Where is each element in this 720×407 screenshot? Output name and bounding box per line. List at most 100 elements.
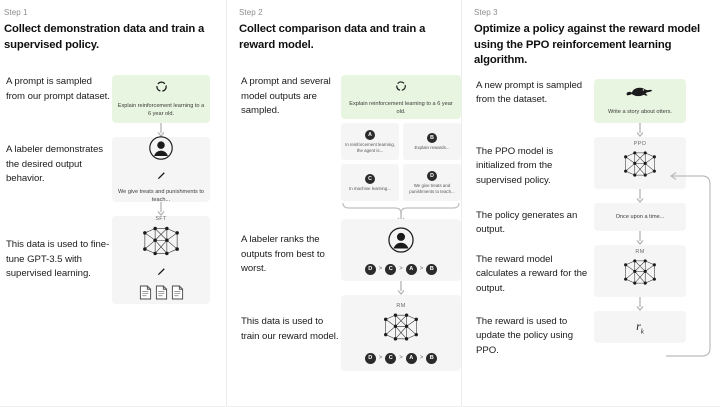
step-1-flow-2: We give treats and punishments to teach.… bbox=[112, 135, 210, 217]
sample-letter-b: B bbox=[427, 132, 437, 143]
rank-pill-1: D bbox=[364, 352, 376, 364]
arrow-down-3d bbox=[594, 296, 686, 311]
step-1-flow-1: Explain reinforcement learning to a 6 ye… bbox=[112, 75, 210, 138]
step-2-row-3: This data is used to train our reward mo… bbox=[239, 295, 461, 372]
policy-output-text: Once upon a time... bbox=[615, 213, 665, 220]
step-title-2: Collect comparison data and train a rewa… bbox=[239, 23, 426, 51]
step-3-flow-2: PPO bbox=[594, 136, 686, 203]
sample-output-a[interactable]: A In reinforcement learning, the agent i… bbox=[341, 123, 399, 161]
policy-output-card[interactable]: Once upon a time... bbox=[594, 202, 686, 231]
document-icon bbox=[139, 285, 152, 305]
pencil-icon bbox=[156, 168, 166, 186]
labeler-text-1: We give treats and punishments to teach.… bbox=[117, 189, 205, 204]
neural-network-icon bbox=[139, 224, 183, 263]
sample-outputs-grid: A In reinforcement learning, the agent i… bbox=[341, 123, 461, 202]
ranking-row-labeler: D > C > A > B bbox=[364, 263, 438, 275]
sample-text-b: Explain rewards... bbox=[414, 144, 450, 150]
step-3-row-4: The reward model calculates a reward for… bbox=[474, 244, 720, 311]
step-3-rows: A new prompt is sampled from the dataset… bbox=[474, 78, 720, 359]
prompt-card-1[interactable]: Explain reinforcement learning to a 6 ye… bbox=[112, 75, 210, 124]
document-icon bbox=[155, 285, 168, 305]
prompt-card-2[interactable]: Explain reinforcement learning to a 6 ye… bbox=[341, 75, 461, 120]
step-1-flow-3: SFT bbox=[112, 216, 210, 305]
step-1-row-1: A prompt is sampled from our prompt data… bbox=[4, 75, 226, 138]
rm-label: RM bbox=[396, 302, 406, 309]
rm-card-step3[interactable]: RM bbox=[594, 244, 686, 297]
rank-gt-icon: > bbox=[399, 266, 403, 273]
step-3-flow-3: Once upon a time... bbox=[594, 202, 686, 245]
rank-pill-2: C bbox=[385, 263, 397, 275]
arrow-down-1b bbox=[112, 202, 210, 217]
recycle-icon bbox=[395, 79, 407, 97]
step-2-flow-1: Explain reinforcement learning to a 6 ye… bbox=[341, 75, 461, 224]
reward-card[interactable]: rk bbox=[594, 310, 686, 343]
step-1-rows: A prompt is sampled from our prompt data… bbox=[4, 75, 226, 305]
step-title-3: Optimize a policy against the reward mod… bbox=[474, 23, 700, 67]
step-1-desc-1: A prompt is sampled from our prompt data… bbox=[6, 76, 110, 102]
step-3-flow-5: rk bbox=[594, 310, 686, 343]
document-icon bbox=[171, 285, 184, 305]
step-3-row-5: The reward is used to update the policy … bbox=[474, 310, 720, 359]
arrow-down-2a bbox=[341, 281, 461, 296]
arrow-down-3c bbox=[594, 230, 686, 245]
sample-output-b[interactable]: B Explain rewards... bbox=[403, 123, 461, 161]
step-3-desc-1: A new prompt is sampled from the dataset… bbox=[476, 79, 583, 106]
labeler-card-1[interactable]: We give treats and punishments to teach.… bbox=[112, 135, 210, 204]
rank-gt-icon: > bbox=[378, 266, 383, 273]
rank-pill-4: B bbox=[426, 352, 438, 364]
otter-icon bbox=[625, 85, 655, 104]
person-icon bbox=[387, 226, 415, 259]
step-1-desc-2: A labeler demonstrates the desired outpu… bbox=[6, 144, 104, 185]
step-3-flow-4: RM bbox=[594, 244, 686, 311]
step-2-row-2: A labeler ranks the outputs from best to… bbox=[239, 219, 461, 296]
step-3-desc-3: The policy generates an output. bbox=[476, 209, 578, 236]
sample-letter-d: D bbox=[427, 170, 437, 181]
sft-card[interactable]: SFT bbox=[112, 216, 210, 305]
neural-network-icon bbox=[380, 311, 422, 348]
rank-pill-1: D bbox=[364, 263, 376, 275]
step-3-desc-2: The PPO model is initialized from the su… bbox=[476, 145, 554, 186]
step-3-flow-1: Write a story about otters. bbox=[594, 78, 686, 137]
ranking-row-rm: D > C > A > B bbox=[364, 352, 438, 364]
step-2-rows: A prompt and several model outputs are s… bbox=[239, 75, 461, 372]
sample-output-d[interactable]: D We give treats and punishments to teac… bbox=[403, 164, 461, 202]
pencil-icon bbox=[156, 264, 166, 282]
step-2-row-1: A prompt and several model outputs are s… bbox=[239, 75, 461, 224]
step-label-2: Step 2 bbox=[239, 8, 263, 17]
collector-brace bbox=[341, 201, 461, 224]
step-3-desc-4: The reward model calculates a reward for… bbox=[476, 253, 588, 294]
documents-group bbox=[139, 285, 184, 305]
sample-output-c[interactable]: C In machine learning... bbox=[341, 164, 399, 202]
step-column-3: Step 3 Optimize a policy against the rew… bbox=[461, 0, 720, 406]
rank-pill-2: C bbox=[385, 352, 397, 364]
rm-label: RM bbox=[635, 249, 645, 256]
reward-subscript: k bbox=[640, 326, 644, 335]
ppo-label: PPO bbox=[633, 141, 647, 148]
recycle-icon bbox=[155, 80, 168, 98]
arrow-down-3a bbox=[594, 122, 686, 137]
step-2-desc-2: A labeler ranks the outputs from best to… bbox=[241, 234, 325, 275]
step-1-row-3: This data is used to fine-tune GPT-3.5 w… bbox=[4, 216, 226, 305]
prompt-text-3: Write a story about otters. bbox=[608, 109, 672, 116]
prompt-text-1: Explain reinforcement learning to a 6 ye… bbox=[117, 103, 205, 118]
step-label-1: Step 1 bbox=[4, 8, 28, 17]
neural-network-icon bbox=[620, 149, 660, 184]
arrow-down-3b bbox=[594, 188, 686, 203]
step-title-1: Collect demonstration data and train a s… bbox=[4, 23, 205, 51]
person-icon bbox=[148, 135, 174, 166]
step-1-desc-3: This data is used to fine-tune GPT-3.5 w… bbox=[6, 239, 110, 280]
rank-gt-icon: > bbox=[399, 355, 403, 362]
labeler-card-2[interactable]: D > C > A > B bbox=[341, 219, 461, 282]
step-label-3: Step 3 bbox=[474, 8, 498, 17]
prompt-card-3[interactable]: Write a story about otters. bbox=[594, 78, 686, 123]
reward-symbol: r bbox=[636, 318, 641, 333]
rank-gt-icon: > bbox=[378, 355, 383, 362]
rank-pill-4: B bbox=[426, 263, 438, 275]
prompt-text-2: Explain reinforcement learning to a 6 ye… bbox=[349, 100, 453, 115]
rm-card-step2[interactable]: RM bbox=[341, 295, 461, 372]
neural-network-icon bbox=[620, 257, 660, 292]
step-column-2: Step 2 Collect comparison data and train… bbox=[226, 0, 461, 406]
sample-text-a: In reinforcement learning, the agent is.… bbox=[345, 141, 395, 153]
ppo-card[interactable]: PPO bbox=[594, 136, 686, 189]
